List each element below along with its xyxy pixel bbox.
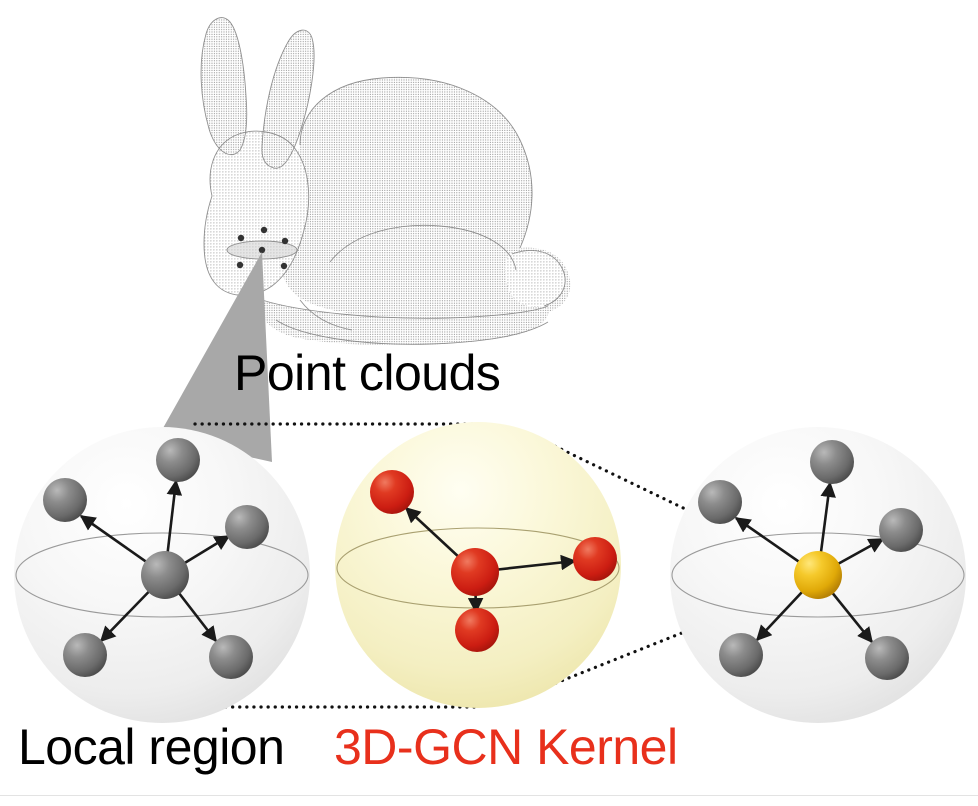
result-equator-ellipse — [671, 532, 965, 618]
result-sphere — [670, 427, 966, 723]
local-region-sphere — [14, 427, 310, 723]
kernel-support-nodes — [370, 470, 617, 652]
kernel-label: 3D-GCN Kernel — [334, 719, 678, 775]
bottom-divider — [0, 795, 978, 796]
result-center-node — [794, 551, 842, 599]
zoom-cone — [158, 252, 272, 462]
local-region-center-node — [141, 551, 189, 599]
point-clouds-label: Point clouds — [234, 345, 501, 401]
kernel-sphere — [335, 422, 621, 708]
local-region-sample-points — [236, 226, 289, 270]
equator-ellipse — [15, 532, 309, 618]
kernel-center-node — [451, 548, 499, 596]
result-neighbor-nodes — [698, 440, 923, 680]
local-region-label: Local region — [18, 719, 285, 775]
local-region-neighbor-nodes — [43, 438, 269, 679]
